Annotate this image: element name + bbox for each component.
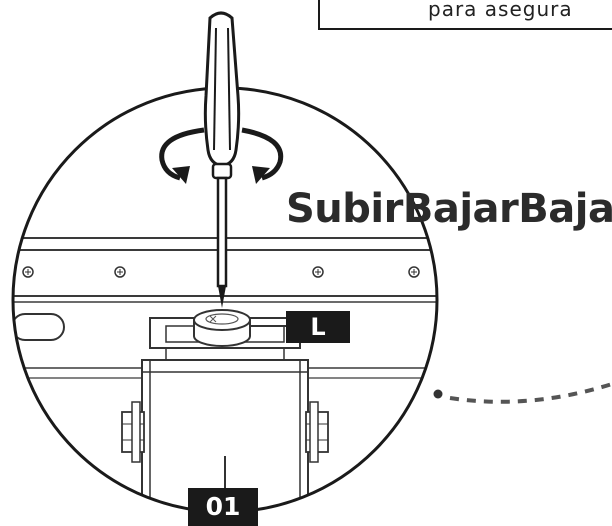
magnified-view (13, 237, 437, 512)
rotate-arrows-icon (159, 127, 284, 184)
rail-screw (22, 266, 34, 278)
rail-screw (114, 266, 126, 278)
rail-screw (312, 266, 324, 278)
screwdriver-icon (203, 11, 241, 308)
rail-screw (408, 266, 420, 278)
caption-box: para asegura (318, 0, 612, 30)
side-nut-right (305, 401, 329, 463)
screw-label-tag: L (286, 311, 350, 343)
part-number-tag: 01 (188, 488, 258, 526)
dotted-connector (433, 382, 612, 404)
caption-text: para asegura (428, 0, 573, 21)
headline-text: SubirBajarBajar (286, 186, 612, 232)
side-nut-left (121, 401, 145, 463)
adjustment-screw (193, 309, 286, 347)
rail-slot (13, 313, 65, 341)
